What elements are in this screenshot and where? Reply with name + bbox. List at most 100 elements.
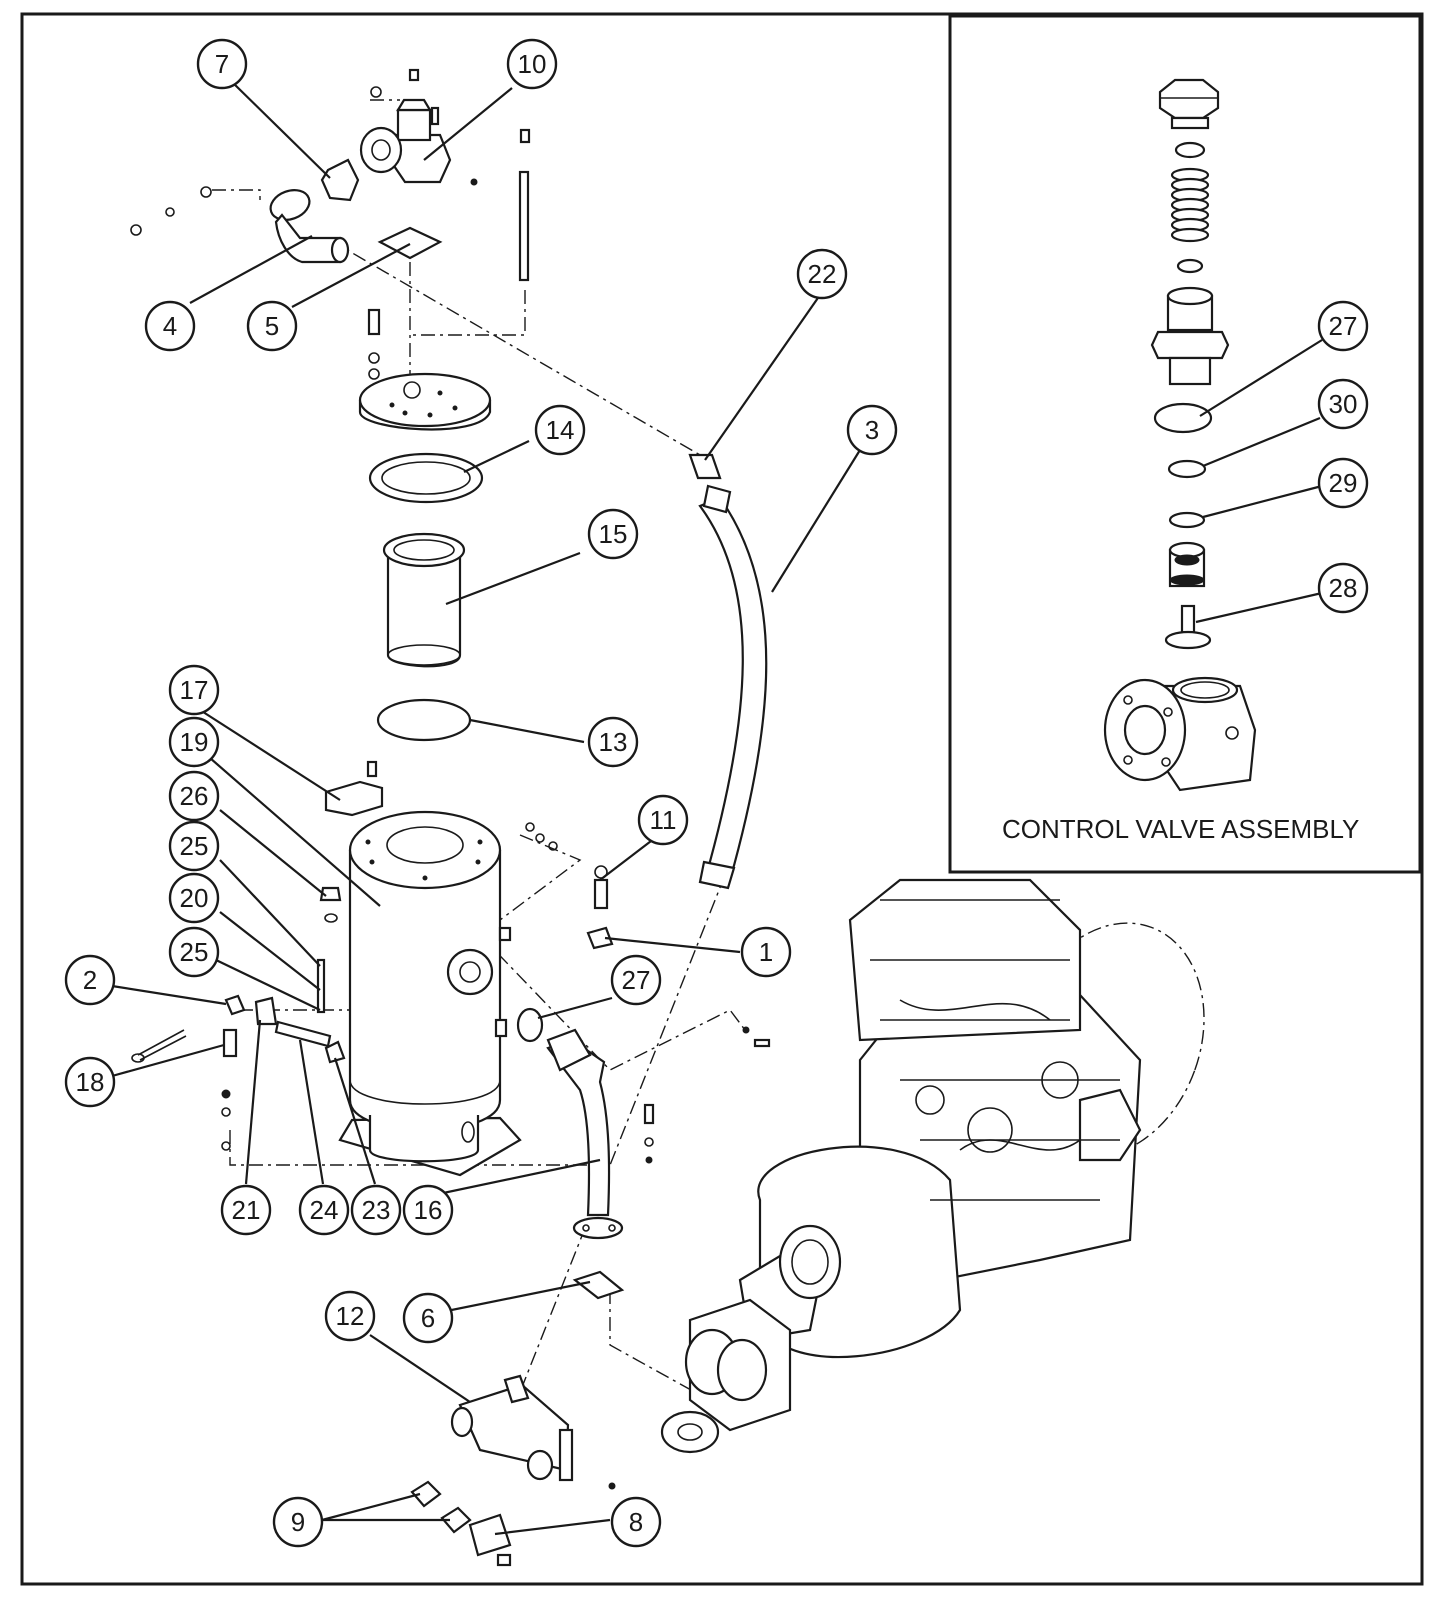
gasket-5 [377,226,443,260]
callout-label: 14 [546,415,575,445]
callout-label: 12 [336,1301,365,1331]
inset-title: CONTROL VALVE ASSEMBLY [1002,814,1359,844]
callout-23: 23 [350,1184,402,1236]
callout-label: 13 [599,727,628,757]
filter-element-15 [382,532,466,668]
callout-label: 27 [622,965,651,995]
o-ring-13 [376,698,472,742]
tube-24 [274,1020,332,1048]
oil-hose-3 [688,453,768,890]
nut [221,1089,231,1099]
callout-21: 21 [220,1184,272,1236]
engine-flange [660,1410,720,1454]
valve-8 [468,1482,616,1567]
callout-label: 27 [1329,311,1358,341]
callout-17: 17 [168,664,220,716]
callout-label: 18 [76,1067,105,1097]
callout-label: 25 [180,831,209,861]
callout-30: 30 [1317,378,1369,430]
callout-27: 27 [1317,300,1369,352]
callout-12: 12 [324,1290,376,1342]
callout-label: 5 [265,311,279,341]
callout-15: 15 [587,508,639,560]
washer [200,186,212,198]
fitting-1 [586,926,614,950]
valve-housing [1103,676,1257,792]
callout-label: 21 [232,1195,261,1225]
manifold-12 [450,1374,574,1482]
callout-label: 11 [650,805,677,835]
washer [130,224,142,236]
callout-label: 23 [362,1195,391,1225]
callout-label: 8 [629,1507,643,1537]
callout-26: 26 [168,770,220,822]
callout-label: 28 [1329,573,1358,603]
separator-tank-19 [338,810,522,1177]
callout-label: 15 [599,519,628,549]
callout-19: 19 [168,716,220,768]
callout-4: 4 [144,300,196,352]
callout-25: 25 [168,820,220,872]
pipe-bolts [643,1026,771,1164]
engine [684,878,1205,1432]
callout-11: 11 [637,794,689,846]
callout-label: 1 [759,937,773,967]
tank-cover [358,372,492,431]
bracket-17 [324,760,384,817]
callout-label: 24 [310,1195,339,1225]
callout-label: 19 [180,727,209,757]
callout-label: 30 [1329,389,1358,419]
callout-label: 10 [518,49,547,79]
callout-22: 22 [796,248,848,300]
washer [221,1141,231,1151]
valve-guide [1150,286,1230,386]
control-valve-inset: CONTROL VALVE ASSEMBLY [948,14,1422,874]
pin-18 [131,1028,238,1063]
callout-14: 14 [534,404,586,456]
o-ring-27-tank [516,1007,544,1043]
fitting-11 [593,865,609,910]
callout-8: 8 [610,1496,662,1548]
valve-stem [1164,604,1212,650]
callout-25: 25 [168,926,220,978]
callout-label: 20 [180,883,209,913]
callout-7: 7 [196,38,248,90]
callout-label: 17 [180,675,209,705]
pipe-16 [546,1028,624,1240]
callout-3: 3 [846,404,898,456]
callout-label: 26 [180,781,209,811]
callout-label: 4 [163,311,177,341]
fitting-2 [224,994,246,1016]
callout-18: 18 [64,1056,116,1108]
callout-label: 25 [180,937,209,967]
valve-spring [1170,167,1210,243]
gasket-7 [320,158,360,202]
dipstick [518,128,531,282]
fittings-9 [410,1480,472,1534]
o-ring-27 [1153,402,1213,434]
callout-label: 22 [808,259,837,289]
callout-label: 7 [215,49,229,79]
callout-label: 6 [421,1303,435,1333]
cover-bolts [367,308,381,380]
callout-2: 2 [64,954,116,1006]
washer [165,207,175,217]
callout-label: 9 [291,1507,305,1537]
callout-1: 1 [740,926,792,978]
callout-label: 3 [865,415,879,445]
hose-20 [316,958,326,1014]
callout-9: 9 [272,1496,324,1548]
fitting-23 [324,1040,346,1064]
fitting-21 [254,996,278,1026]
callout-label: 16 [414,1195,443,1225]
valve-piston [1168,541,1206,588]
washer [221,1107,231,1117]
ring-29 [1168,511,1206,529]
sight-glass-26 [319,886,342,923]
callout-6: 6 [402,1292,454,1344]
callout-24: 24 [298,1184,350,1236]
callout-5: 5 [246,300,298,352]
callout-28: 28 [1317,562,1369,614]
callout-27: 27 [610,954,662,1006]
